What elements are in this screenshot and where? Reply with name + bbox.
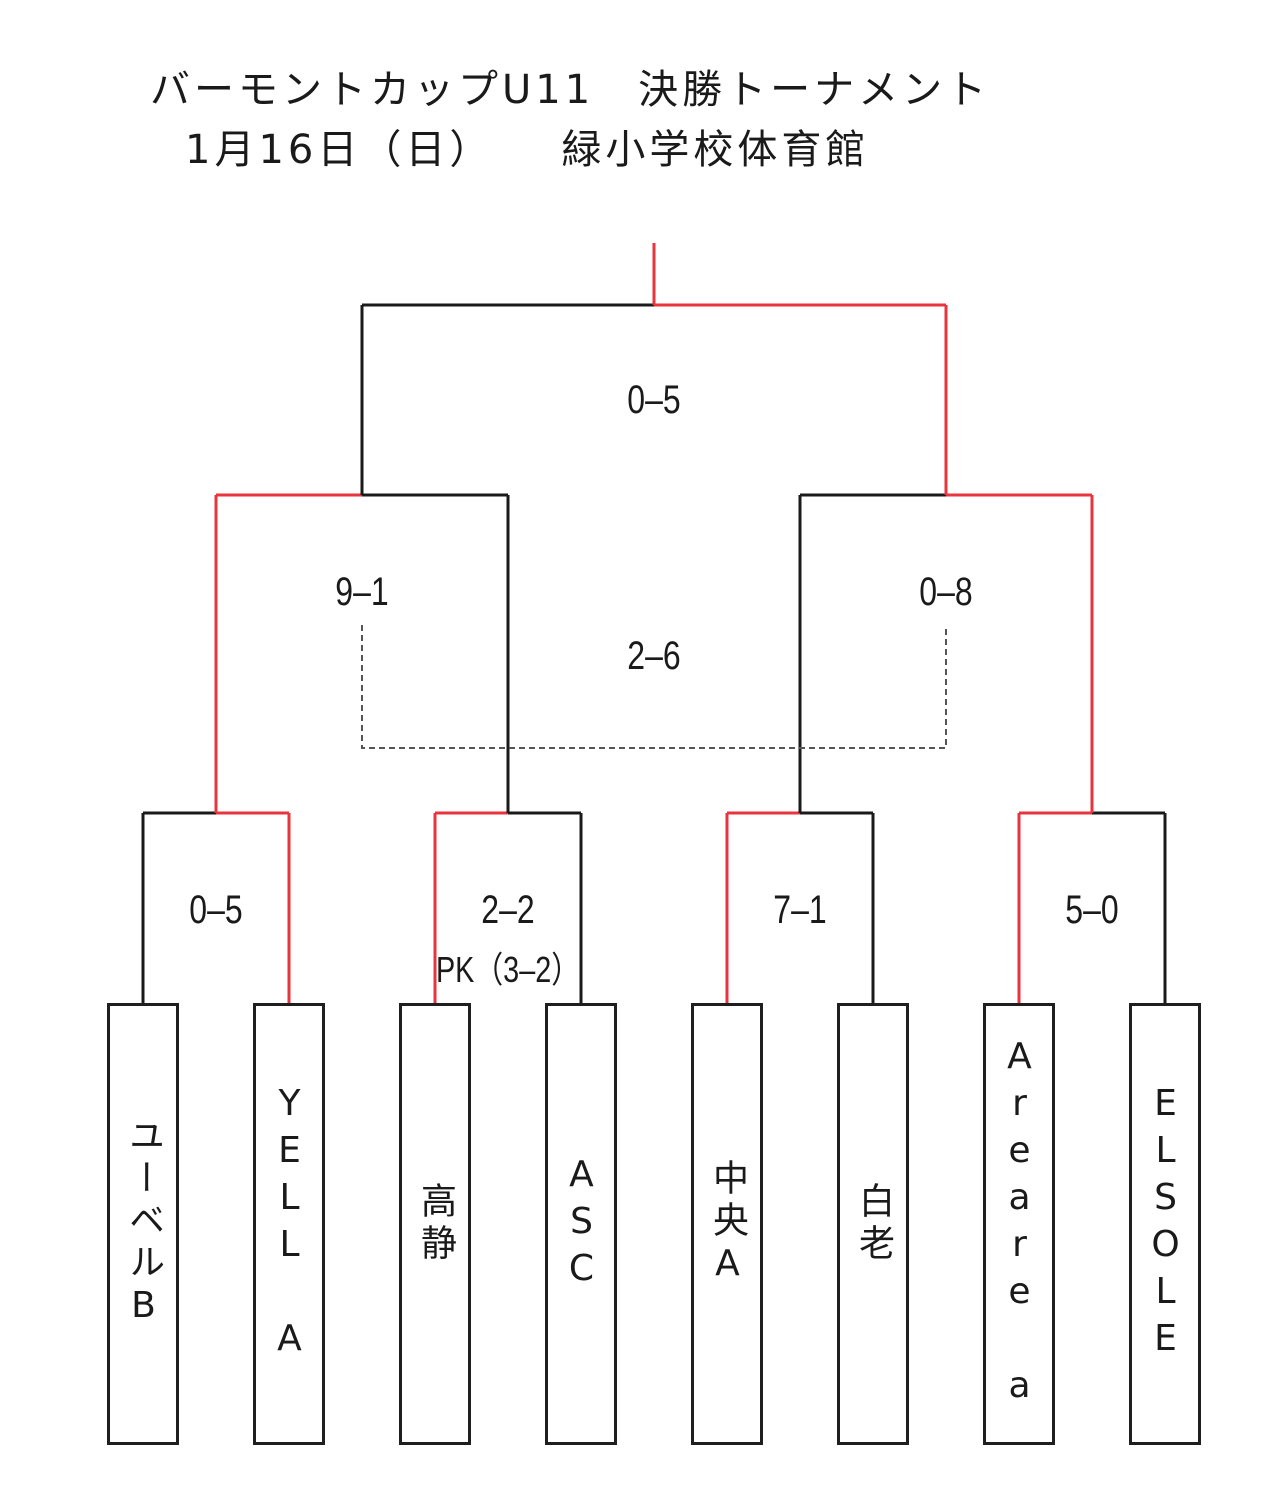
team-name: YELL A: [269, 1083, 310, 1365]
team-name: ELSOLE: [1145, 1083, 1186, 1365]
team-box: ユーベルB: [107, 1003, 179, 1445]
team-box: Areare a: [983, 1003, 1055, 1445]
team-name: 中央A: [707, 1158, 748, 1290]
team-box: 高静: [399, 1003, 471, 1445]
team-box: ASC: [545, 1003, 617, 1445]
title-line-2: 1月16日（日） 緑小学校体育館: [185, 127, 870, 173]
round1-match2-score: 2–2: [481, 888, 535, 932]
team-name: Areare a: [999, 1036, 1040, 1412]
title-line-1: バーモントカップU11 決勝トーナメント: [150, 67, 991, 113]
semifinal-1-score: 9–1: [335, 570, 389, 614]
line-third-place-dashed: [361, 625, 947, 749]
team-name: ユーベルB: [123, 1116, 164, 1332]
team-box: ELSOLE: [1129, 1003, 1201, 1445]
team-box: 白老: [837, 1003, 909, 1445]
team-box: YELL A: [253, 1003, 325, 1445]
team-name: ASC: [561, 1153, 602, 1295]
round1-match1-score: 0–5: [189, 888, 243, 932]
semifinal-2-score: 0–8: [919, 570, 973, 614]
round1-match4-score: 5–0: [1065, 888, 1119, 932]
round1-match2-pk: PK（3–2）: [435, 949, 581, 990]
team-name: 白老: [853, 1182, 894, 1266]
final-score: 0–5: [627, 378, 681, 422]
round1-match3-score: 7–1: [773, 888, 827, 932]
team-name: 高静: [415, 1182, 456, 1266]
third-place-score: 2–6: [627, 634, 681, 678]
team-box: 中央A: [691, 1003, 763, 1445]
